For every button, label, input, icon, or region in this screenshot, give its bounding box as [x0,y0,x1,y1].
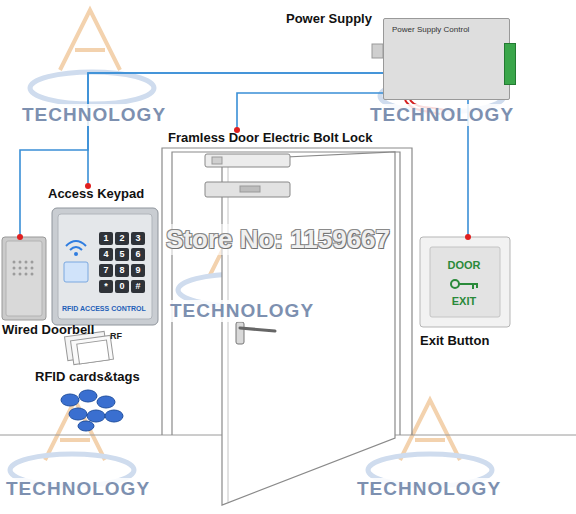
keypad-key: 2 [115,232,129,245]
watermark-text: TECHNOLOGY [355,478,503,500]
watermark-text: TECHNOLOGY [368,104,516,126]
node-heading: Exit Button [420,333,489,348]
wire [85,73,383,189]
wire [234,93,383,133]
keypad-key: 3 [131,232,145,245]
keypad-key: 1 [99,232,113,245]
keypad-key: 9 [131,264,145,277]
wire [17,73,383,240]
node-heading: Access Keypad [48,186,160,201]
door-handle [240,328,275,331]
terminal-block [504,43,516,85]
keypad-key: 0 [115,280,129,293]
device-text: RFID ACCESS CONTROL [62,305,146,312]
keypad-key: 7 [99,264,113,277]
store-watermark: Store No: 1159667 [163,224,393,255]
button-text: EXIT [418,295,510,307]
keypad-key: 5 [115,248,129,261]
keypad-key: 4 [99,248,113,261]
bolt-lock [205,154,290,197]
keypad-key: # [131,280,145,293]
node-heading: Wired Doorbell [2,322,94,337]
device-text: Power Supply Control [392,25,469,34]
watermark-text: TECHNOLOGY [168,300,316,322]
keypad-body [52,208,158,325]
door-panel [222,152,395,505]
keypad-key: * [99,280,113,293]
doorbell-body [2,237,46,320]
mounting-tab [372,44,383,58]
door-edge [228,162,229,502]
keypad-key: 6 [131,248,145,261]
node-heading: Framless Door Electric Bolt Lock [168,130,372,145]
watermark-text: TECHNOLOGY [4,478,152,500]
caption-label: RFID cards&tags [35,369,140,384]
card-text: RF [110,331,122,341]
doorbell-node: Wired Doorbell [3,237,99,337]
exit-button-body [420,237,510,327]
node-heading: Power Supply [286,11,372,26]
power-supply-box: Power SupplyPower Supply Control [383,18,510,100]
keypad-key: 8 [115,264,129,277]
watermark-text: TECHNOLOGY [20,104,168,126]
bolt-lock-node: Framless Door Electric Bolt Lock [168,130,372,145]
exit-button-node: DOOR EXIT Exit Button [418,237,510,352]
button-text: DOOR [418,259,510,271]
door-handle-plate [236,322,244,344]
rfid-tags [61,390,123,431]
